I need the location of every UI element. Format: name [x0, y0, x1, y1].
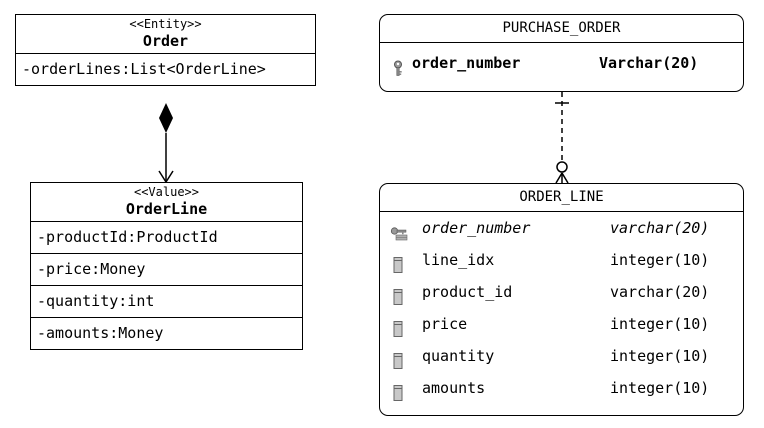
table-row[interactable]: line_idx integer(10): [380, 244, 743, 276]
column-name: price: [422, 315, 468, 333]
crows-foot-right: [561, 172, 569, 184]
zero-marker: [556, 161, 568, 173]
column-name: product_id: [422, 283, 513, 301]
column-type: integer(10): [610, 251, 710, 269]
db-relation: [555, 92, 569, 184]
table-row[interactable]: price integer(10): [380, 308, 743, 340]
table-row[interactable]: product_id varchar(20): [380, 276, 743, 308]
column-icon: [390, 380, 406, 401]
column-type: integer(10): [610, 315, 710, 333]
column-icon: [390, 348, 406, 369]
class-name: OrderLine: [125, 200, 208, 218]
column-type: varchar(20): [610, 283, 710, 301]
class-header: <<Value>> OrderLine: [31, 183, 302, 222]
column-name: order_number: [422, 219, 531, 237]
table-purchase-order[interactable]: PURCHASE_ORDER order_number Varchar(20): [379, 14, 744, 92]
stereotype: <<Entity>>: [129, 17, 202, 31]
attribute: -quantity:int: [31, 286, 302, 318]
attribute: -productId:ProductId: [31, 222, 302, 254]
column-type: varchar(20): [610, 219, 710, 237]
column-type: Varchar(20): [599, 54, 699, 72]
primary-key-icon: [390, 55, 406, 76]
table-row[interactable]: order_number Varchar(20): [380, 47, 743, 79]
column-icon: [390, 252, 406, 273]
table-name: ORDER_LINE: [380, 184, 743, 212]
attribute: -price:Money: [31, 254, 302, 286]
column-type: integer(10): [610, 347, 710, 365]
crows-foot-left: [555, 172, 563, 184]
column-name: quantity: [422, 347, 495, 365]
foreign-key-icon: [390, 220, 408, 241]
table-row[interactable]: quantity integer(10): [380, 340, 743, 372]
composition-relation: [158, 103, 174, 184]
composition-diamond: [159, 103, 173, 133]
class-name: Order: [142, 32, 189, 50]
attribute: -orderLines:List<OrderLine>: [22, 60, 266, 78]
column-icon: [390, 284, 406, 305]
class-header: <<Entity>> Order: [16, 15, 315, 54]
value-class-orderline[interactable]: <<Value>> OrderLine -productId:ProductId…: [30, 182, 303, 350]
column-name: order_number: [412, 54, 521, 72]
table-name: PURCHASE_ORDER: [380, 15, 743, 43]
table-row[interactable]: order_number varchar(20): [380, 212, 743, 244]
column-name: line_idx: [422, 251, 495, 269]
table-order-line[interactable]: ORDER_LINE order_number varchar(20) line…: [379, 183, 744, 416]
column-icon: [390, 316, 406, 337]
table-row[interactable]: amounts integer(10): [380, 372, 743, 404]
stereotype: <<Value>>: [133, 185, 200, 199]
entity-class-order[interactable]: <<Entity>> Order -orderLines:List<OrderL…: [15, 14, 316, 86]
attribute: -amounts:Money: [37, 324, 164, 342]
column-name: amounts: [422, 379, 486, 397]
column-type: integer(10): [610, 379, 710, 397]
